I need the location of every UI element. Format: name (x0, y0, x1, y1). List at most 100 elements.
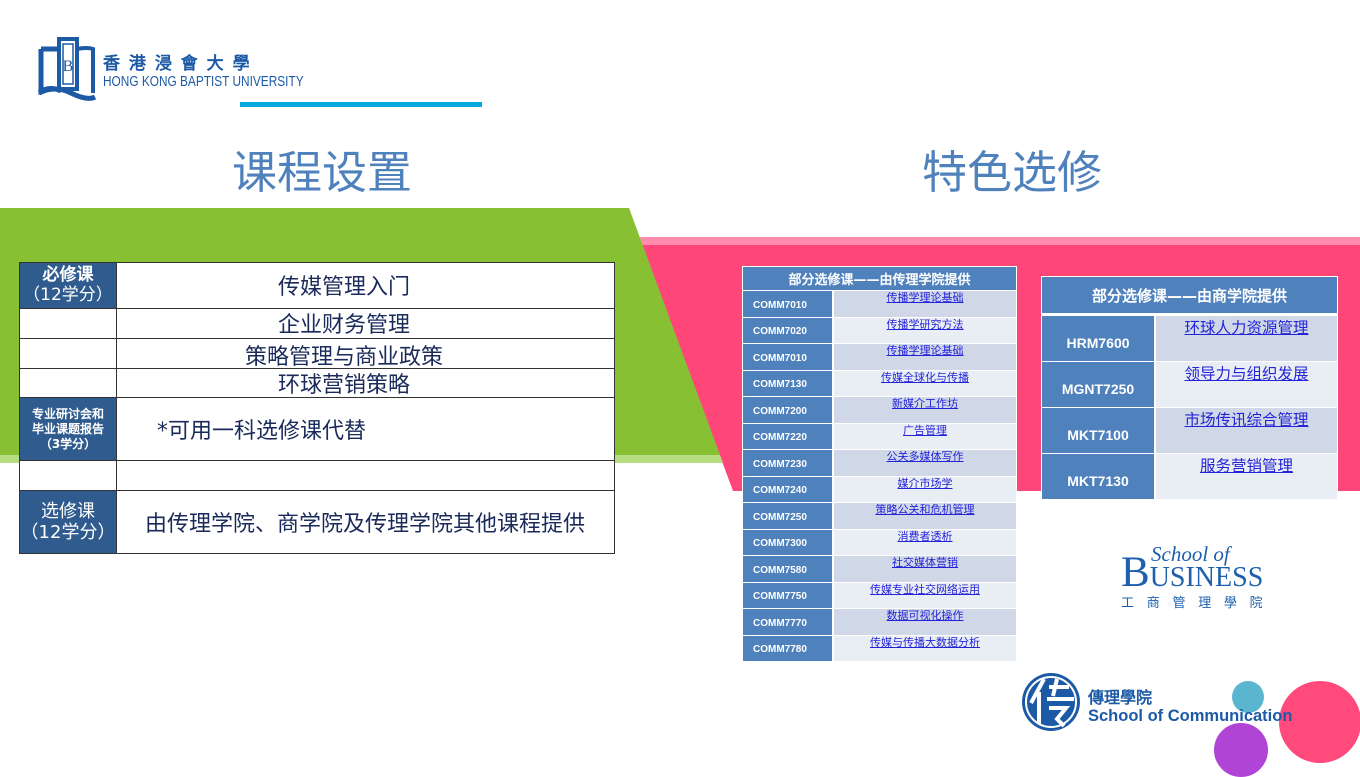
course-code: COMM7010 (743, 344, 832, 370)
course-code: COMM7020 (743, 317, 832, 343)
course-link[interactable]: 策略公关和危机管理 (875, 503, 975, 516)
comm-logo-name-zh: 傳理學院 (1088, 688, 1153, 707)
course-name-cell: 公关多媒体写作 (834, 450, 1016, 476)
category-cell-empty (20, 461, 117, 491)
category-cell-empty (20, 338, 117, 368)
course-link[interactable]: 消费者透析 (897, 529, 953, 543)
electives-title: 特色选修 (922, 146, 1103, 199)
course-link[interactable]: 传播学研究方法 (886, 317, 964, 331)
table-row: COMM7250 策略公关和危机管理 (743, 503, 1016, 529)
course-name-cell: 新媒介工作坊 (834, 397, 1016, 423)
table-row: MKT7100 市场传讯综合管理 (1042, 408, 1337, 453)
business-logo-initial: B (1121, 549, 1150, 596)
course-code: COMM7250 (743, 503, 832, 529)
category-cell-empty (20, 308, 117, 338)
table-row: 环球营销策略 (20, 368, 614, 398)
hkbu-logo-icon: B (37, 37, 97, 101)
course-link[interactable]: 新媒介工作坊 (892, 397, 958, 410)
curriculum-title: 课程设置 (232, 146, 413, 199)
category-label: 必修课 (42, 265, 94, 286)
course-link[interactable]: 传播学理论基础 (886, 344, 964, 357)
course-code: COMM7220 (743, 423, 832, 449)
category-cell-elective: 选修课 （12学分） (20, 491, 117, 554)
category-label: 毕业课题报告 (31, 421, 104, 436)
course-link[interactable]: 传媒与传播大数据分析 (870, 635, 980, 649)
business-logo-name-zh: 工 商 管 理 學 院 (1121, 596, 1267, 611)
category-credits: （12学分） (23, 285, 113, 306)
table-row: COMM7130 传媒全球化与传播 (743, 370, 1016, 396)
course-code: MGNT7250 (1042, 362, 1154, 407)
table-row: COMM7780 传媒与传播大数据分析 (743, 635, 1016, 661)
decor-circle-teal (1232, 681, 1264, 713)
course-cell: 企业财务管理 (277, 313, 410, 339)
course-name-cell: 消费者透析 (834, 529, 1016, 555)
course-name-cell: 市场传讯综合管理 (1156, 408, 1337, 453)
course-name-cell: 社交媒体营销 (834, 556, 1016, 582)
course-link[interactable]: 传媒全球化与传播 (881, 370, 969, 384)
course-link[interactable]: 传播学理论基础 (886, 291, 964, 304)
category-label: 专业研讨会和 (31, 406, 104, 421)
course-code: COMM7200 (743, 397, 832, 423)
course-name-cell: 领导力与组织发展 (1156, 362, 1337, 407)
decor-circle-pink (1279, 681, 1360, 763)
course-cell: 由传理学院、商学院及传理学院其他课程提供 (145, 512, 586, 538)
table-row: COMM7230 公关多媒体写作 (743, 450, 1016, 476)
category-cell-required: 必修课 （12学分） (20, 263, 117, 308)
category-cell-empty (20, 368, 117, 397)
course-link[interactable]: 社交媒体营销 (892, 556, 958, 569)
course-cell: 环球营销策略 (277, 372, 410, 398)
course-link[interactable]: 媒介市场学 (897, 476, 953, 490)
table-row: 必修课 （12学分） 传媒管理入门 (20, 263, 614, 309)
comm-emblem-icon (1022, 673, 1080, 731)
business-electives-header: 部分选修课——由商学院提供 (1042, 277, 1337, 313)
course-cell (117, 461, 614, 490)
business-logo-wordmark: B USINESS (1121, 549, 1263, 596)
course-name-cell: 数据可视化操作 (834, 609, 1016, 635)
title-accent-bar (240, 102, 482, 107)
course-cell: 策略管理与商业政策 (244, 345, 443, 371)
category-label: 选修课 (41, 501, 95, 523)
university-name-zh: 香 港 浸 會 大 學 (103, 54, 252, 74)
table-row: 策略管理与商业政策 (20, 338, 614, 371)
category-cell-seminar: 专业研讨会和 毕业课题报告 （3学分） (20, 397, 117, 461)
course-name-cell: 传播学理论基础 (834, 344, 1016, 370)
course-link[interactable]: 公关多媒体写作 (886, 450, 964, 463)
table-row: COMM7010 传播学理论基础 (743, 344, 1016, 370)
course-name-cell: 媒介市场学 (834, 476, 1016, 502)
course-link[interactable]: 服务营销管理 (1199, 457, 1293, 475)
course-code: COMM7300 (743, 529, 832, 555)
table-row: MGNT7250 领导力与组织发展 (1042, 362, 1337, 407)
table-row: COMM7240 媒介市场学 (743, 476, 1016, 502)
university-name-en: HONG KONG BAPTIST UNIVERSITY (103, 73, 304, 90)
course-code: COMM7780 (743, 635, 832, 661)
table-row: COMM7200 新媒介工作坊 (743, 397, 1016, 423)
course-name-cell: 传媒与传播大数据分析 (834, 635, 1016, 661)
svg-text:B: B (63, 58, 74, 75)
course-link[interactable]: 环球人力资源管理 (1184, 319, 1309, 337)
comm-logo-name-en: School of Communication (1088, 707, 1293, 725)
table-row: COMM7220 广告管理 (743, 423, 1016, 449)
course-name-cell: 传媒全球化与传播 (834, 370, 1016, 396)
course-code: COMM7230 (743, 450, 832, 476)
course-link[interactable]: 市场传讯综合管理 (1184, 411, 1309, 429)
decor-circle-purple (1214, 723, 1268, 777)
course-code: COMM7240 (743, 476, 832, 502)
table-row: COMM7300 消费者透析 (743, 529, 1016, 555)
course-code: COMM7750 (743, 582, 832, 608)
course-link[interactable]: 传媒专业社交网络运用 (870, 582, 980, 596)
course-link[interactable]: 广告管理 (903, 423, 947, 437)
course-name-cell: 传播学研究方法 (834, 317, 1016, 343)
course-code: COMM7130 (743, 370, 832, 396)
table-row: COMM7020 传播学研究方法 (743, 317, 1016, 343)
course-name-cell: 广告管理 (834, 423, 1016, 449)
course-code: MKT7100 (1042, 408, 1154, 453)
course-link[interactable]: 领导力与组织发展 (1184, 365, 1309, 383)
course-name-cell: 传媒专业社交网络运用 (834, 582, 1016, 608)
course-link[interactable]: 数据可视化操作 (886, 609, 964, 622)
